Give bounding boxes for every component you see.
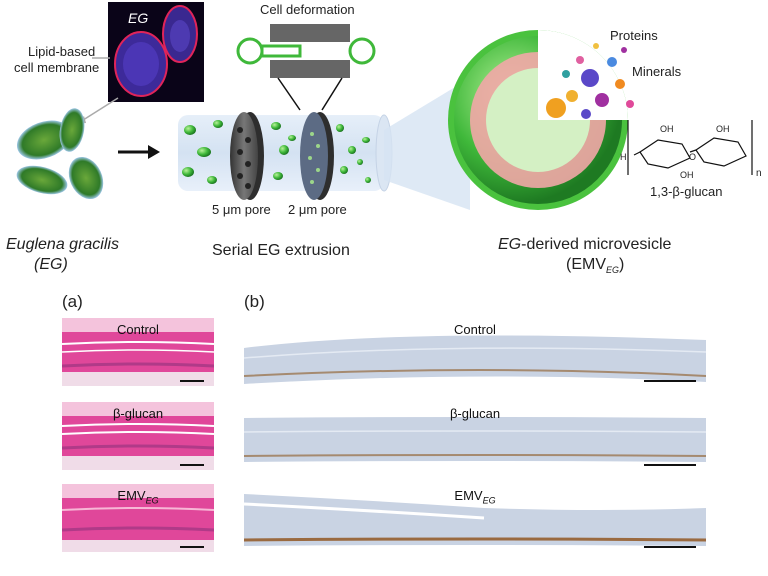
product-label-prefix: EG <box>498 236 522 253</box>
panel-a-title: (a) <box>62 292 83 311</box>
euglena-cells <box>16 108 104 200</box>
panel-a-label-emv: EMVEG <box>62 488 214 506</box>
eg-image-label: EG <box>128 10 149 26</box>
panel-b-label-emv-sub: EG <box>482 495 496 506</box>
panel-b-label-emv: EMVEG <box>244 488 706 506</box>
microvesicle <box>448 30 628 210</box>
membrane-label-line1: Lipid-based <box>28 44 96 59</box>
scale-bar <box>180 380 204 382</box>
fluorescence-micrograph: EG <box>108 2 204 102</box>
scale-bar <box>180 464 204 466</box>
glucan-oh-3: OH <box>680 170 694 180</box>
scale-bar <box>644 546 696 548</box>
product-abbrev-suffix: ) <box>619 256 625 273</box>
ihc-tile-glucan: β-glucan <box>244 402 706 470</box>
he-texture <box>62 318 214 386</box>
cargo-particles <box>546 43 634 119</box>
glucan-structure <box>627 120 753 175</box>
product-abbrev: (EMVEG) <box>566 256 624 275</box>
scale-bar <box>644 464 696 466</box>
glucan-h: H <box>620 152 627 162</box>
glucan-n: n <box>756 168 762 179</box>
process-label: Serial EG extrusion <box>212 242 350 259</box>
scale-bar <box>644 380 696 382</box>
ihc-tile-emv: EMVEG <box>244 484 706 552</box>
minerals-label: Minerals <box>632 64 682 79</box>
schematic-drawing <box>16 24 753 210</box>
he-texture <box>62 402 214 470</box>
ihc-texture <box>244 335 706 384</box>
membrane-label-line2: cell membrane <box>14 60 100 75</box>
he-tile-glucan: β-glucan <box>62 402 214 470</box>
membrane-5um <box>230 112 264 200</box>
product-label: EG-derived microvesicle <box>498 236 671 254</box>
he-tile-control: Control <box>62 318 214 386</box>
panel-a-label-emv-sub: EG <box>145 495 159 506</box>
proteins-label: Proteins <box>610 28 658 43</box>
organism-name-line1: Euglena gracilis <box>6 236 119 253</box>
pore1-label: 5 μm pore <box>212 202 271 217</box>
panel-b-label-emv-main: EMV <box>454 488 483 503</box>
zoom-pointer <box>79 97 119 123</box>
he-texture <box>62 484 214 552</box>
glucan-o: O <box>689 152 697 162</box>
panel-b-label-control: Control <box>454 322 496 337</box>
he-tile-emv: EMVEG <box>62 484 214 552</box>
glucan-oh-1: OH <box>660 124 674 134</box>
panel-b-label-glucan: β-glucan <box>449 406 501 421</box>
panel-a-label-emv-main: EMV <box>117 488 146 503</box>
scale-bar <box>180 546 204 548</box>
extrusion-tube <box>178 112 393 200</box>
panel-b-title: (b) <box>244 292 265 311</box>
panel-a-label-glucan: β-glucan <box>112 406 164 421</box>
product-label-suffix: -derived microvesicle <box>521 236 672 253</box>
pore2-label: 2 μm pore <box>288 202 347 217</box>
fluorescence-cells <box>114 5 198 97</box>
ihc-texture <box>244 494 706 546</box>
process-arrow <box>118 145 160 159</box>
cell-deformation-inset <box>236 24 376 111</box>
organism-name-line2: (EG) <box>34 256 68 273</box>
product-abbrev-prefix: (EMV <box>566 256 606 273</box>
glucan-oh-2: OH <box>716 124 730 134</box>
ihc-tile-control: Control <box>244 318 706 386</box>
deformation-label: Cell deformation <box>260 2 355 17</box>
glucan-label: 1,3-β-glucan <box>650 184 723 199</box>
ihc-texture <box>244 417 706 462</box>
product-abbrev-sub: EG <box>606 265 620 276</box>
panel-a-label-control: Control <box>117 322 159 337</box>
membrane-2um <box>300 112 334 200</box>
